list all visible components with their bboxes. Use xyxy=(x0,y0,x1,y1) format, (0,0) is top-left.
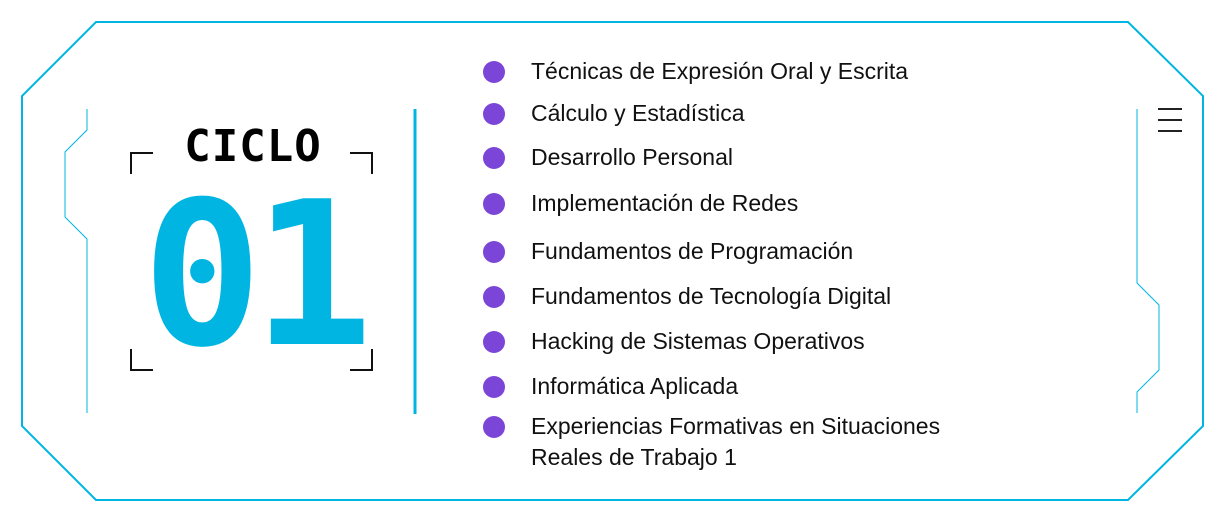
course-name-line: Hacking de Sistemas Operativos xyxy=(531,328,865,354)
course-item: Desarrollo Personal xyxy=(483,142,733,173)
bullet-icon xyxy=(483,61,505,83)
course-item: Fundamentos de Tecnología Digital xyxy=(483,281,891,312)
bullet-icon xyxy=(483,147,505,169)
corner-brackets xyxy=(130,152,373,371)
bullet-icon xyxy=(483,103,505,125)
course-item: Hacking de Sistemas Operativos xyxy=(483,326,865,357)
bullet-icon xyxy=(483,193,505,215)
course-name-line: Experiencias Formativas en Situaciones xyxy=(531,413,941,439)
bullet-icon xyxy=(483,286,505,308)
course-name: Fundamentos de Tecnología Digital xyxy=(531,281,891,312)
bullet-icon xyxy=(483,376,505,398)
course-item: Implementación de Redes xyxy=(483,188,798,219)
course-item: Fundamentos de Programación xyxy=(483,236,853,267)
course-name-line: Fundamentos de Tecnología Digital xyxy=(531,283,892,309)
course-item: Informática Aplicada xyxy=(483,371,738,402)
course-name: Fundamentos de Programación xyxy=(531,236,853,267)
menu-icon[interactable] xyxy=(1158,108,1182,141)
cycle-label: CICLO xyxy=(184,121,322,172)
course-item: Técnicas de Expresión Oral y Escrita xyxy=(483,56,908,87)
right-circuit-line xyxy=(1136,109,1160,413)
course-name: Informática Aplicada xyxy=(531,371,738,402)
course-name: Cálculo y Estadística xyxy=(531,98,744,129)
bullet-icon xyxy=(483,241,505,263)
course-name: Hacking de Sistemas Operativos xyxy=(531,326,865,357)
course-name-line: Reales de Trabajo 1 xyxy=(531,444,737,470)
cycle-number: 01 xyxy=(142,159,373,392)
left-circuit-line xyxy=(64,109,88,413)
course-name-line: Informática Aplicada xyxy=(531,373,739,399)
course-name-line: Fundamentos de Programación xyxy=(531,238,854,264)
course-name: Desarrollo Personal xyxy=(531,142,733,173)
course-name-line: Desarrollo Personal xyxy=(531,144,733,170)
bullet-icon xyxy=(483,416,505,438)
course-name-line: Cálculo y Estadística xyxy=(531,100,745,126)
course-name-line: Implementación de Redes xyxy=(531,190,799,216)
course-name: Implementación de Redes xyxy=(531,188,798,219)
bullet-icon xyxy=(483,331,505,353)
course-name: Técnicas de Expresión Oral y Escrita xyxy=(531,56,908,87)
course-name-line: Técnicas de Expresión Oral y Escrita xyxy=(531,58,909,84)
course-item: Cálculo y Estadística xyxy=(483,98,744,129)
